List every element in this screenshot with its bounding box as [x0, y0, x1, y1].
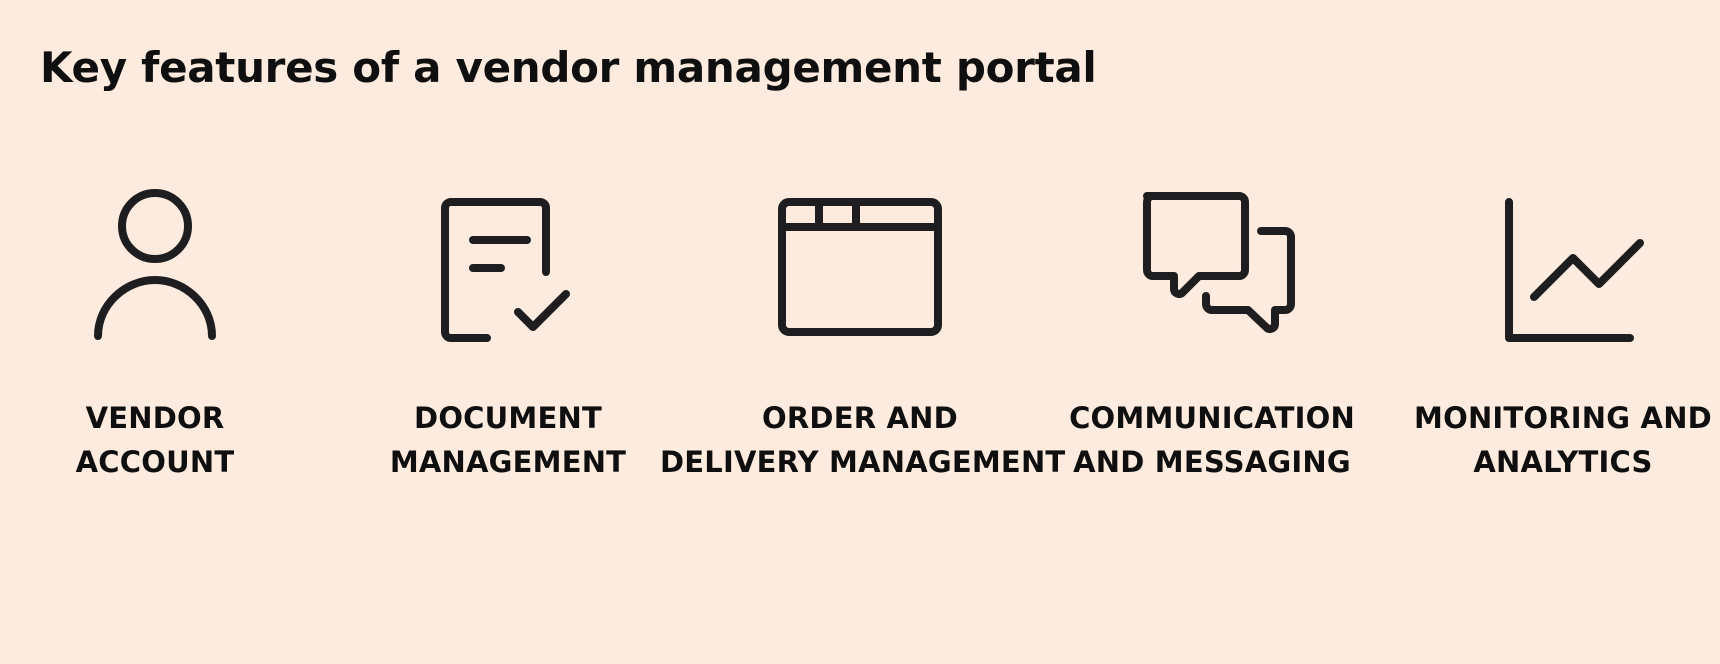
feature-label: DOCUMENT MANAGEMENT — [389, 401, 627, 479]
feature-label: ORDER AND DELIVERY MANAGEMENT — [660, 401, 1066, 479]
feature-label: COMMUNICATION AND MESSAGING — [1069, 401, 1355, 479]
document-check-icon — [441, 198, 570, 342]
chat-bubbles-icon — [1143, 192, 1295, 333]
browser-window-icon — [778, 198, 942, 336]
feature-label: MONITORING AND ANALYTICS — [1414, 401, 1712, 479]
feature-order-delivery-management: ORDER AND DELIVERY MANAGEMENT — [660, 190, 1066, 490]
feature-label: VENDOR ACCOUNT — [75, 401, 235, 479]
feature-vendor-account: VENDOR ACCOUNT — [0, 189, 355, 490]
page-title: Key features of a vendor management port… — [40, 43, 1097, 92]
feature-monitoring-analytics: MONITORING AND ANALYTICS — [1363, 190, 1720, 490]
feature-document-management: DOCUMENT MANAGEMENT — [308, 190, 708, 490]
person-icon — [94, 189, 216, 340]
feature-communication-messaging: COMMUNICATION AND MESSAGING — [1012, 190, 1412, 490]
line-chart-icon — [1505, 198, 1644, 342]
